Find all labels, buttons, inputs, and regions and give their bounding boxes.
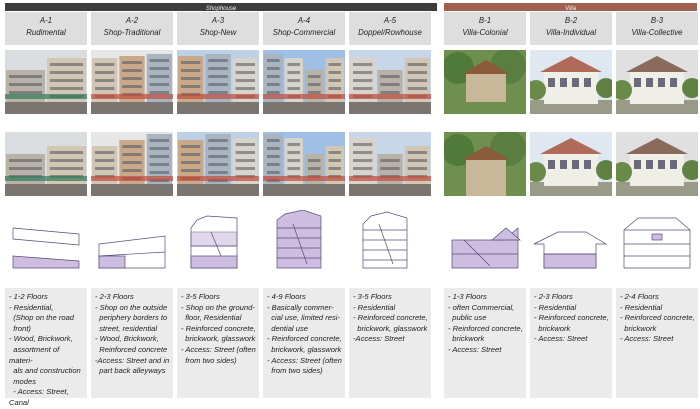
photo-street-view	[349, 50, 431, 114]
column-header: A-5 Doppel/Rowhouse	[349, 12, 431, 45]
shophouse-group-label: Shophouse	[205, 6, 237, 12]
photo-street-view	[444, 50, 526, 114]
column-header: B-2 Villa-Individual	[530, 12, 612, 45]
type-description: - 4-9 Floors - Basically commer- cial us…	[263, 288, 345, 398]
column-a-3: A-3 Shop-New	[177, 12, 259, 45]
photo-street-view	[263, 50, 345, 114]
photo-detail-view	[177, 132, 259, 196]
column-header: A-3 Shop-New	[177, 12, 259, 45]
type-name: Shop-Commercial	[272, 28, 336, 37]
type-name: Villa-Colonial	[462, 28, 508, 37]
photo-street-view	[91, 50, 173, 114]
type-code: A-4	[297, 16, 311, 25]
photo-detail-view	[616, 132, 698, 196]
photo-detail-view	[444, 132, 526, 196]
shophouse-group-bar: Shophouse	[5, 3, 437, 12]
photo-street-view	[5, 50, 87, 114]
photo-street-view	[177, 50, 259, 114]
column-a-4: A-4 Shop-Commercial	[263, 12, 345, 45]
type-description: - 2-4 Floors - Residential - Reinforced …	[616, 288, 698, 398]
section-drawing	[444, 210, 526, 270]
section-drawing	[530, 210, 612, 270]
villa-group-bar: Villa	[444, 3, 697, 12]
type-code: A-5	[383, 16, 397, 25]
type-description: - 1-2 Floors - Residential, (Shop on the…	[5, 288, 87, 407]
photo-street-view	[530, 50, 612, 114]
type-description: - 2-3 Floors - Residential - Reinforced …	[530, 288, 612, 398]
type-name: Villa-Collective	[631, 28, 683, 37]
column-a-1: A-1 Rudimental	[5, 12, 87, 45]
photo-street-view	[616, 50, 698, 114]
column-b-3: B-3 Villa-Collective	[616, 12, 698, 45]
type-code: B-3	[650, 16, 664, 25]
type-description: - 1-3 Floors - often Commercial, public …	[444, 288, 526, 398]
section-drawing	[177, 210, 259, 270]
section-drawing	[5, 210, 87, 270]
column-a-5: A-5 Doppel/Rowhouse	[349, 12, 431, 45]
column-header: A-2 Shop-Traditional	[91, 12, 173, 45]
type-code: B-2	[564, 16, 578, 25]
type-name: Doppel/Rowhouse	[358, 28, 422, 37]
type-code: A-1	[39, 16, 53, 25]
section-drawing	[349, 210, 431, 270]
type-name: Rudimental	[26, 28, 66, 37]
type-code: B-1	[478, 16, 492, 25]
column-header: A-1 Rudimental	[5, 12, 87, 45]
type-code: A-2	[125, 16, 139, 25]
column-header: B-3 Villa-Collective	[616, 12, 698, 45]
type-description: - 3-5 Floors - Shop on the ground- floor…	[177, 288, 259, 398]
column-header: B-1 Villa-Colonial	[444, 12, 526, 45]
photo-detail-view	[263, 132, 345, 196]
type-code: A-3	[211, 16, 225, 25]
section-drawing	[263, 209, 345, 270]
villa-group-label: Villa	[564, 6, 577, 12]
column-b-2: B-2 Villa-Individual	[530, 12, 612, 45]
section-drawing	[616, 210, 698, 270]
section-drawing	[91, 210, 173, 270]
photo-detail-view	[5, 132, 87, 196]
type-name: Villa-Individual	[545, 28, 597, 37]
type-name: Shop-Traditional	[103, 28, 161, 37]
type-description: - 3-5 Floors - Residential - Reinforced …	[349, 288, 431, 398]
type-description: - 2-3 Floors - Shop on the outside perip…	[91, 288, 173, 398]
column-b-1: B-1 Villa-Colonial	[444, 12, 526, 45]
type-name: Shop-New	[199, 28, 237, 37]
photo-detail-view	[530, 132, 612, 196]
photo-detail-view	[349, 132, 431, 196]
photo-detail-view	[91, 132, 173, 196]
column-header: A-4 Shop-Commercial	[263, 12, 345, 45]
column-a-2: A-2 Shop-Traditional	[91, 12, 173, 45]
